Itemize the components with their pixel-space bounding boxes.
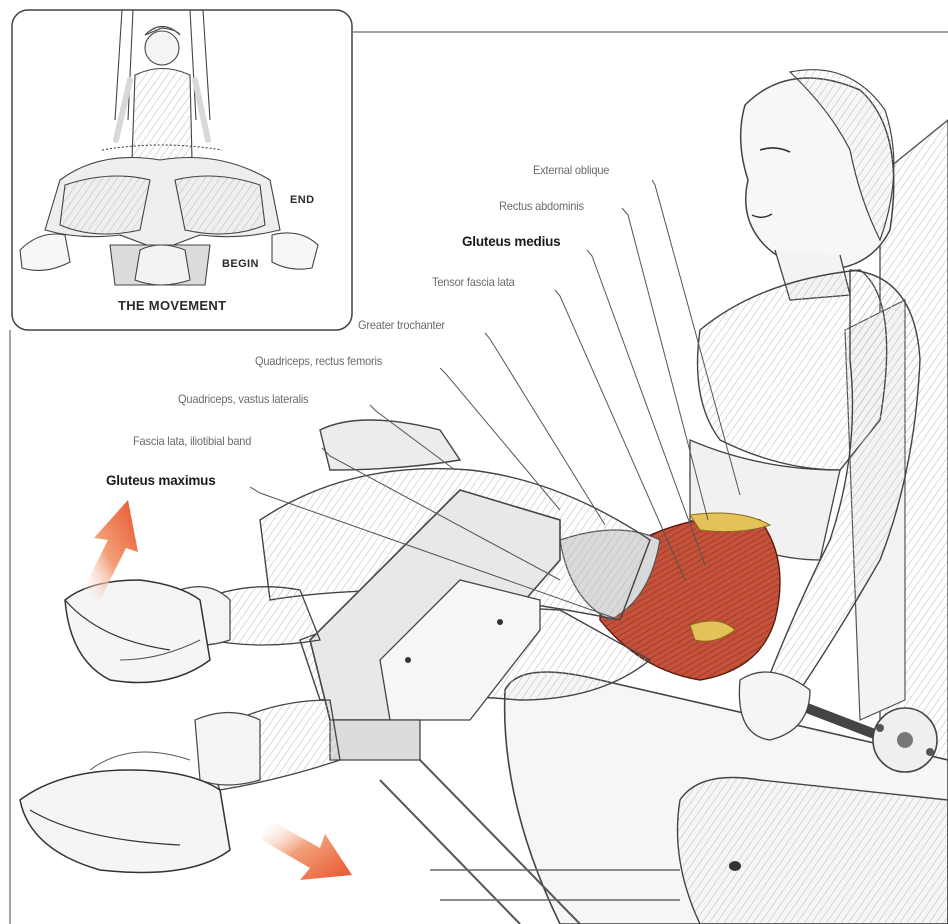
label-rectus-abdominis: Rectus abdominis [499, 199, 584, 213]
inset-end-label: END [290, 194, 314, 206]
arrow-down-icon [262, 820, 352, 880]
figure-shoe-upper [65, 580, 210, 683]
label-gluteus-maximus: Gluteus maximus [106, 473, 216, 488]
inset-title: THE MOVEMENT [118, 298, 226, 313]
label-external-oblique: External oblique [533, 163, 609, 177]
inset-begin-label: BEGIN [222, 258, 259, 270]
label-gluteus-medius: Gluteus medius [462, 234, 560, 249]
label-vastus-lateralis: Quadriceps, vastus lateralis [178, 392, 308, 406]
label-greater-trochanter: Greater trochanter [358, 318, 445, 332]
label-rectus-femoris: Quadriceps, rectus femoris [255, 354, 382, 368]
label-tensor-fascia-lata: Tensor fascia lata [432, 275, 515, 289]
label-iliotibial-band: Fascia lata, iliotibial band [133, 434, 251, 448]
